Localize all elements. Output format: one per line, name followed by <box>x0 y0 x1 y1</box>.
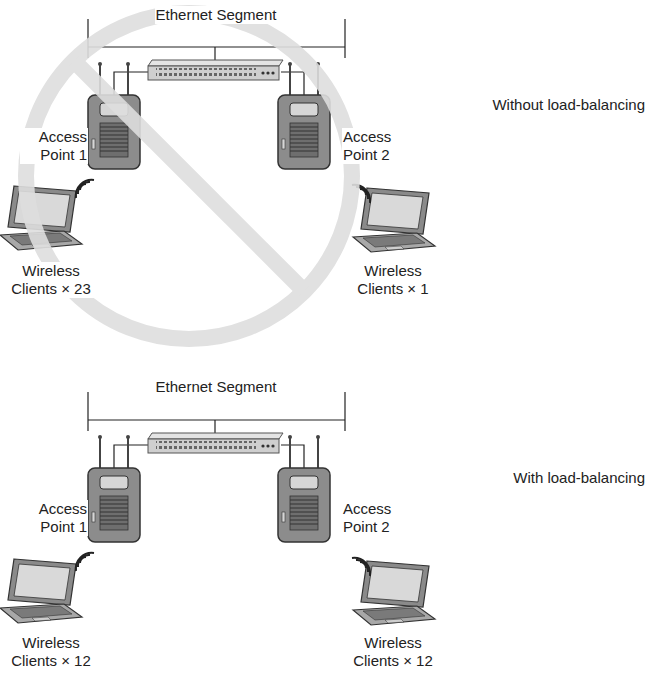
device-label-text: Access Point 2 <box>342 128 410 164</box>
label-text: Ethernet Segment <box>155 378 278 396</box>
signal-waves <box>76 553 94 571</box>
caption-label: Ethernet Segment <box>111 6 321 24</box>
laptop-icon <box>353 561 435 625</box>
device-label: Access Point 1 <box>20 128 88 164</box>
device-label: Access Point 2 <box>342 500 410 536</box>
laptop-icon <box>353 188 435 252</box>
caption-label: Without load-balancing <box>480 96 646 114</box>
device-label: Wireless Clients × 23 <box>2 262 100 298</box>
access-point-icon <box>278 435 330 542</box>
network-top <box>0 19 435 252</box>
laptop-icon <box>0 559 82 623</box>
device-label-text: Access Point 2 <box>342 500 410 536</box>
device-label: Wireless Clients × 12 <box>2 634 100 670</box>
access-point-icon <box>88 435 140 542</box>
label-text: Ethernet Segment <box>155 6 278 24</box>
caption-label: With load-balancing <box>480 469 646 487</box>
device-label-text: Access Point 1 <box>20 128 88 164</box>
signal-waves <box>352 558 370 576</box>
device-label: Wireless Clients × 12 <box>344 634 442 670</box>
device-label-text: Wireless Clients × 23 <box>2 262 100 298</box>
device-label-text: Wireless Clients × 1 <box>344 262 442 298</box>
ethernet-bracket <box>88 392 345 468</box>
network-bottom <box>0 392 435 625</box>
label-text: With load-balancing <box>512 469 646 487</box>
device-label: Wireless Clients × 1 <box>344 262 442 298</box>
device-label-text: Wireless Clients × 12 <box>2 634 100 670</box>
device-label: Access Point 2 <box>342 128 410 164</box>
device-label: Access Point 1 <box>20 500 88 536</box>
device-label-text: Wireless Clients × 12 <box>344 634 442 670</box>
device-label-text: Access Point 1 <box>20 500 88 536</box>
label-text: Without load-balancing <box>491 96 646 114</box>
signal-waves <box>76 180 94 198</box>
caption-label: Ethernet Segment <box>111 378 321 396</box>
